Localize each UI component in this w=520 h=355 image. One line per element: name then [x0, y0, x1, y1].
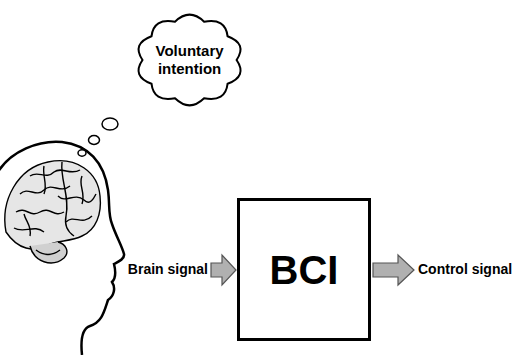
cloud-shape: [139, 15, 241, 106]
head-silhouette: [0, 142, 124, 355]
thought-cloud: Voluntary intention: [126, 4, 253, 116]
signal-label: Brain signal: [128, 261, 208, 277]
brain-drawing: [5, 161, 101, 263]
process-box: BCI: [237, 198, 371, 341]
box-title: BCI: [270, 246, 339, 294]
thought-bubbles: [78, 118, 118, 156]
thought-text: Voluntary intention: [148, 42, 231, 78]
signal-arrow: [373, 255, 414, 285]
signal-label: Control signal: [418, 261, 512, 277]
signal-arrow: [211, 255, 236, 285]
